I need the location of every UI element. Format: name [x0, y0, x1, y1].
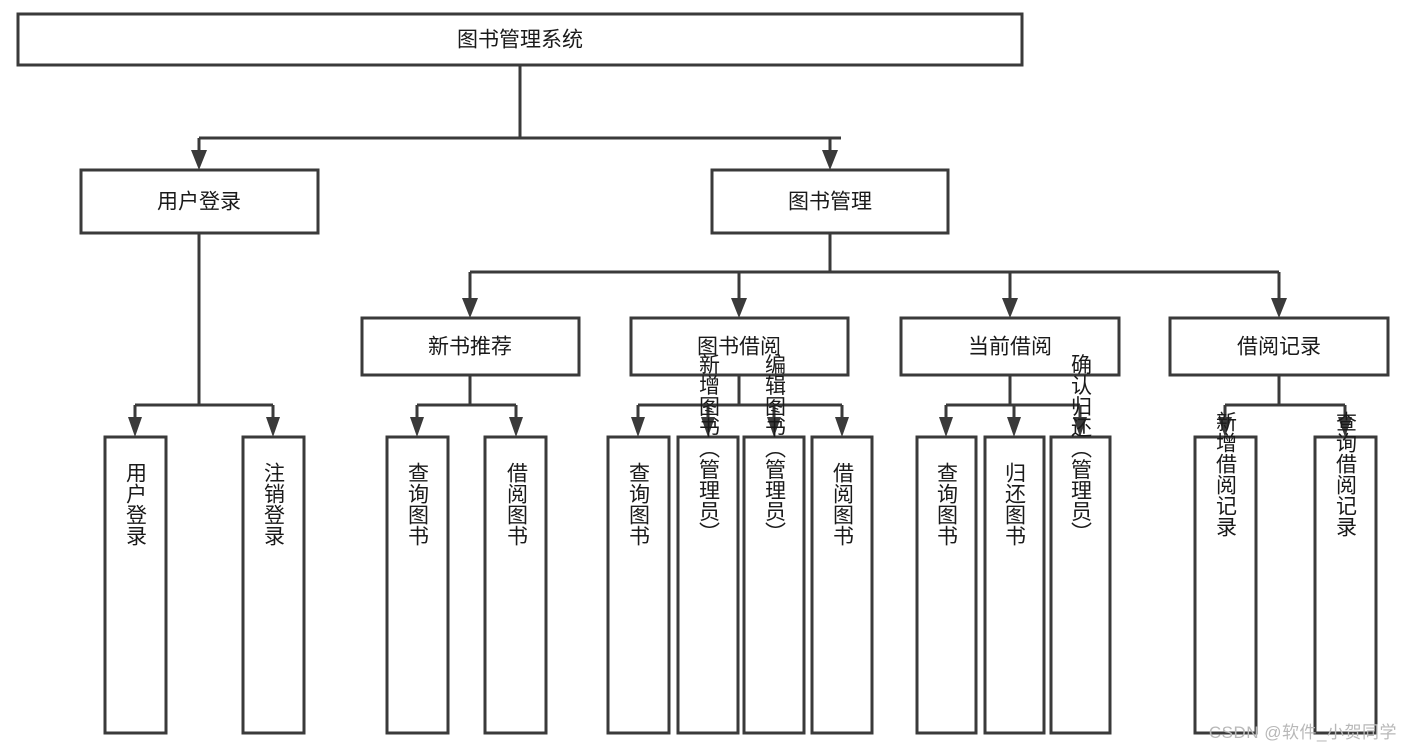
leaf-label: 查询图书: [935, 462, 959, 546]
leaf-label: 查询借阅记录: [1334, 411, 1358, 537]
node-root-system[interactable]: 图书管理系统: [16, 12, 1024, 67]
arrowhead-leaf-2: [266, 417, 280, 437]
node-leaf-query-book-borrow[interactable]: 查询图书: [606, 435, 671, 735]
arrowhead-leaf-12: [1218, 417, 1232, 437]
connectors-book-mgmt-to-level3: [462, 233, 1287, 318]
leaf-box[interactable]: [241, 435, 306, 735]
connectors-root-to-level2: [191, 65, 841, 170]
leaf-label: 借阅图书: [831, 462, 855, 546]
leaf-box[interactable]: [983, 435, 1046, 735]
leaf-label: 确认归还（管理员）: [1069, 354, 1093, 543]
leaf-label: 归还图书: [1003, 462, 1027, 546]
arrowhead-current-borrow: [1002, 298, 1018, 318]
leaf-box[interactable]: [915, 435, 978, 735]
leaf-label: 借阅图书: [505, 462, 529, 546]
leaf-label: 查询图书: [627, 462, 651, 546]
leaf-box[interactable]: [1313, 435, 1378, 735]
leaf-label: 编辑图书（管理员）: [763, 354, 787, 543]
arrowhead-borrow-record: [1271, 298, 1287, 318]
arrowhead-leaf-7: [767, 417, 781, 437]
arrowhead-leaf-4: [509, 417, 523, 437]
node-leaf-borrow-book[interactable]: 借阅图书: [810, 435, 874, 735]
arrowhead-leaf-8: [835, 417, 849, 437]
book-management-box[interactable]: [710, 168, 950, 235]
node-borrow-record[interactable]: 借阅记录: [1168, 316, 1390, 377]
node-leaf-add-book-admin[interactable]: 新增图书（管理员）: [676, 354, 740, 735]
leaf-box[interactable]: [606, 435, 671, 735]
leaf-box[interactable]: [385, 435, 450, 735]
connectors-new-book-to-leaves: [410, 375, 523, 437]
root-label: 图书管理系统: [457, 29, 583, 52]
arrowhead-leaf-13: [1338, 417, 1352, 437]
user-login-label: 用户登录: [157, 191, 241, 214]
leaf-label: 新增图书（管理员）: [697, 354, 721, 543]
arrowhead-leaf-11: [1073, 417, 1087, 437]
leaf-box[interactable]: [483, 435, 548, 735]
node-leaf-query-borrow-record[interactable]: 查询借阅记录: [1313, 411, 1378, 735]
current-borrow-box[interactable]: [899, 316, 1121, 377]
csdn-watermark: CSDN @软件_小贺同学: [1208, 723, 1397, 742]
arrowhead-leaf-6: [701, 417, 715, 437]
leaf-box[interactable]: [742, 435, 806, 735]
node-user-login[interactable]: 用户登录: [79, 168, 320, 235]
user-login-box[interactable]: [79, 168, 320, 235]
book-borrow-box[interactable]: [629, 316, 850, 377]
arrowhead-leaf-9: [939, 417, 953, 437]
arrowhead-book-borrow: [731, 298, 747, 318]
leaf-label: 查询图书: [406, 462, 430, 546]
connectors-user-login-to-leaves: [128, 233, 280, 437]
arrowhead-book-mgmt: [822, 150, 838, 170]
book-borrow-label: 图书借阅: [697, 336, 781, 359]
node-current-borrow[interactable]: 当前借阅: [899, 316, 1121, 377]
node-leaf-add-borrow-record[interactable]: 新增借阅记录: [1193, 411, 1258, 735]
node-leaf-return-book[interactable]: 归还图书: [983, 435, 1046, 735]
node-leaf-user-login[interactable]: 用户登录: [103, 435, 168, 735]
node-leaf-edit-book-admin[interactable]: 编辑图书（管理员）: [742, 354, 806, 735]
arrowhead-user-login: [191, 150, 207, 170]
new-book-recommend-box[interactable]: [360, 316, 581, 377]
node-book-borrow[interactable]: 图书借阅: [629, 316, 850, 377]
book-management-label: 图书管理: [788, 191, 872, 214]
node-leaf-borrow-book-newbook[interactable]: 借阅图书: [483, 435, 548, 735]
new-book-recommend-label: 新书推荐: [428, 336, 512, 359]
node-leaf-confirm-return-admin[interactable]: 确认归还（管理员）: [1049, 354, 1112, 735]
leaf-label: 新增借阅记录: [1214, 411, 1238, 537]
connectors-current-borrow-to-leaves: [939, 375, 1087, 437]
arrowhead-new-book: [462, 298, 478, 318]
arrowhead-leaf-10: [1007, 417, 1021, 437]
arrowhead-leaf-1: [128, 417, 142, 437]
node-new-book-recommend[interactable]: 新书推荐: [360, 316, 581, 377]
leaf-box[interactable]: [676, 435, 740, 735]
borrow-record-box[interactable]: [1168, 316, 1390, 377]
root-box[interactable]: [16, 12, 1024, 67]
leaf-box[interactable]: [103, 435, 168, 735]
leaf-box[interactable]: [1193, 435, 1258, 735]
node-leaf-logout[interactable]: 注销登录: [241, 435, 306, 735]
node-book-management[interactable]: 图书管理: [710, 168, 950, 235]
current-borrow-label: 当前借阅: [968, 336, 1052, 359]
connectors-borrow-record-to-leaves: [1218, 375, 1352, 437]
arrowhead-leaf-3: [410, 417, 424, 437]
connectors-book-borrow-to-leaves: [631, 375, 849, 437]
node-leaf-query-book-newbook[interactable]: 查询图书: [385, 435, 450, 735]
leaf-label: 用户登录: [124, 462, 148, 546]
leaf-label: 注销登录: [262, 462, 286, 546]
leaf-box[interactable]: [810, 435, 874, 735]
node-leaf-query-book-current[interactable]: 查询图书: [915, 435, 978, 735]
arrowhead-leaf-5: [631, 417, 645, 437]
leaf-box[interactable]: [1049, 435, 1112, 735]
borrow-record-label: 借阅记录: [1237, 336, 1321, 359]
